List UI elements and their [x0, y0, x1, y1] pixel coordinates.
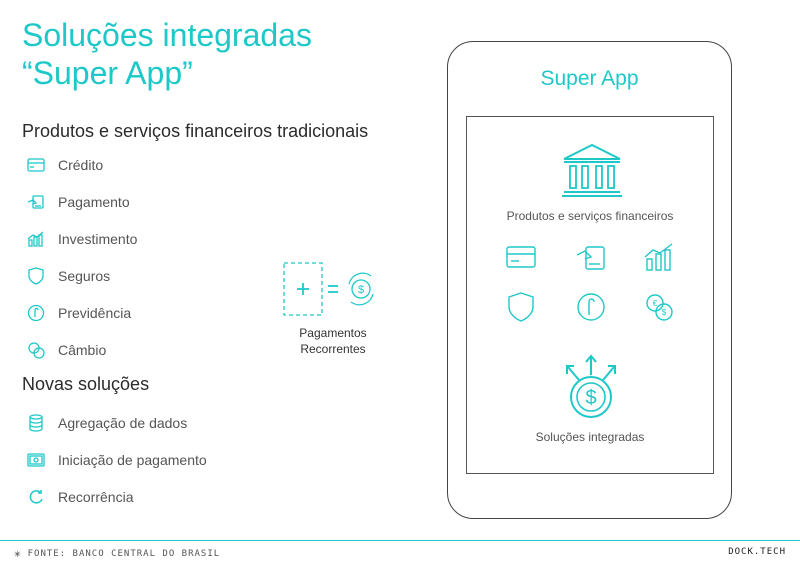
integrated-solutions-icon: $ [566, 354, 616, 418]
products-caption: Produtos e serviços financeiros [506, 209, 674, 223]
banknote-icon [26, 450, 46, 470]
credit-card-icon [26, 155, 46, 175]
title-line-2: “Super App” [22, 55, 193, 91]
database-icon [26, 413, 46, 433]
payment-hand-icon [576, 246, 605, 270]
item-label: Crédito [58, 156, 104, 173]
item-label: Recorrência [58, 488, 134, 505]
credit-card-icon [506, 246, 536, 268]
list-item-previdencia: Previdência [26, 294, 137, 331]
traditional-heading: Produtos e serviços financeiros tradicio… [22, 121, 369, 141]
bar-chart-icon [644, 243, 673, 271]
list-item-credito: Crédito [26, 146, 137, 183]
caption-line-1: Pagamentos [299, 326, 367, 340]
svg-text:$: $ [358, 284, 364, 296]
item-label: Investimento [58, 230, 138, 247]
exchange-icon: € $ [646, 294, 673, 321]
asterisk-icon: ✳ [14, 547, 22, 560]
list-item-recorrencia: Recorrência [26, 478, 207, 515]
shield-icon [508, 292, 534, 322]
bank-icon [562, 143, 622, 197]
payment-hand-icon [26, 192, 46, 212]
list-item-cambio: Câmbio [26, 331, 137, 368]
item-label: Câmbio [58, 341, 107, 358]
bar-chart-icon [26, 229, 46, 249]
brand-logo: DOCK.TECH [728, 547, 786, 557]
list-item-agregacao: Agregação de dados [26, 404, 207, 441]
page-title: Soluções integradas “Super App” [22, 16, 312, 92]
list-item-iniciacao: Iniciação de pagamento [26, 441, 207, 478]
shield-icon [26, 266, 46, 286]
svg-text:$: $ [585, 387, 596, 409]
title-line-1: Soluções integradas [22, 17, 312, 53]
new-solutions-heading: Novas soluções [22, 374, 150, 394]
phone-mockup: Super App Produtos e serviços financeiro… [447, 41, 732, 519]
item-label: Previdência [58, 304, 132, 321]
source-text: FONTE: BANCO CENTRAL DO BRASIL [27, 548, 221, 559]
footer-source: ✳ FONTE: BANCO CENTRAL DO BRASIL [14, 547, 220, 560]
list-item-seguros: Seguros [26, 257, 137, 294]
recurring-payments-diagram: $ Pagamentos Recorrentes [283, 262, 383, 356]
list-item-investimento: Investimento [26, 220, 137, 257]
exchange-icon [26, 340, 46, 360]
list-item-pagamento: Pagamento [26, 183, 137, 220]
svg-text:$: $ [662, 308, 667, 317]
item-label: Iniciação de pagamento [58, 451, 207, 468]
recurring-payments-caption: Pagamentos Recorrentes [273, 325, 393, 357]
plus-equals-coin-icon: $ [283, 262, 374, 316]
svg-text:€: € [653, 299, 658, 308]
item-label: Pagamento [58, 193, 130, 210]
new-solutions-list: Agregação de dados Iniciação de pagament… [26, 404, 207, 515]
footer-divider [0, 540, 800, 541]
pension-icon [26, 303, 46, 323]
item-label: Agregação de dados [58, 414, 188, 431]
traditional-list: Crédito Pagamento Investimento Seguros P… [26, 146, 137, 368]
phone-title: Super App [540, 67, 639, 90]
item-label: Seguros [58, 267, 111, 284]
refresh-icon [26, 487, 46, 507]
caption-line-2: Recorrentes [300, 342, 366, 356]
pension-icon [577, 293, 605, 321]
integrated-solutions-caption: Soluções integradas [535, 430, 645, 444]
phone-screen: Produtos e serviços financeiros [466, 116, 714, 474]
